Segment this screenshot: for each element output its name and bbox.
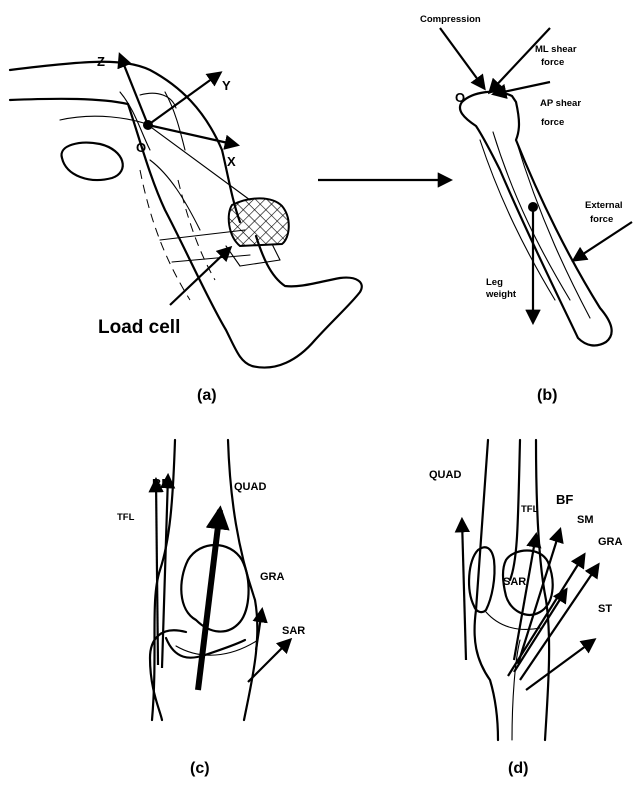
leg-weight-label-2: weight bbox=[485, 289, 517, 300]
compression-label: Compression bbox=[420, 14, 481, 25]
quad-arrow-c bbox=[198, 510, 220, 690]
st-label-d: ST bbox=[598, 603, 612, 615]
panel-d: QUAD TFL BF SM GRA SAR ST (d) bbox=[429, 440, 623, 777]
knee-internal-lines bbox=[60, 92, 250, 300]
ap-shear-label-1: AP shear bbox=[540, 98, 581, 109]
load-cell-pointer bbox=[170, 248, 230, 305]
caption-b: (b) bbox=[537, 387, 557, 404]
panel-a: Z Y X O Load cell (a) bbox=[10, 54, 362, 404]
axis-z-label: Z bbox=[97, 54, 105, 69]
sar-label-c: SAR bbox=[282, 625, 305, 637]
axis-y-label: Y bbox=[222, 78, 231, 93]
leg-weight-label-1: Leg bbox=[486, 277, 503, 288]
tfl-label-c: TFL bbox=[117, 512, 135, 523]
bf-label-c: BF bbox=[152, 476, 169, 491]
panel-b: Compression ML shear force AP shear forc… bbox=[420, 14, 632, 404]
gra-label-c: GRA bbox=[260, 571, 285, 583]
bf-label-d: BF bbox=[556, 492, 573, 507]
quad-arrow-d bbox=[462, 520, 466, 660]
sar-label-d: SAR bbox=[503, 576, 526, 588]
origin-label-b: O bbox=[455, 90, 465, 105]
st-arrow-d bbox=[526, 640, 594, 690]
sar-arrow-d bbox=[514, 590, 566, 672]
tfl-label-d: TFL bbox=[521, 504, 539, 515]
external-force-label-2: force bbox=[590, 214, 613, 225]
axis-x-label: X bbox=[227, 154, 236, 169]
compression-arrow bbox=[440, 28, 484, 88]
caption-c: (c) bbox=[190, 760, 210, 777]
caption-a: (a) bbox=[197, 387, 217, 404]
sm-label-d: SM bbox=[577, 514, 594, 526]
ap-shear-label-2: force bbox=[541, 117, 564, 128]
external-force-label-1: External bbox=[585, 200, 623, 211]
gra-label-d: GRA bbox=[598, 536, 623, 548]
quad-label-d: QUAD bbox=[429, 469, 461, 481]
caption-d: (d) bbox=[508, 760, 528, 777]
load-cell-label: Load cell bbox=[98, 317, 180, 338]
quad-label-c: QUAD bbox=[234, 481, 266, 493]
ml-shear-label-2: force bbox=[541, 57, 564, 68]
external-force-arrow bbox=[574, 222, 632, 260]
y-axis-arrow bbox=[148, 73, 220, 125]
tibia-fibula bbox=[460, 92, 612, 346]
origin-label: O bbox=[136, 140, 146, 155]
ml-shear-label-1: ML shear bbox=[535, 44, 577, 55]
origin-point bbox=[143, 120, 153, 130]
leg-outline bbox=[10, 62, 362, 368]
ap-shear-arrow bbox=[494, 82, 550, 94]
panel-c: TFL BF QUAD GRA SAR (c) bbox=[117, 440, 305, 777]
